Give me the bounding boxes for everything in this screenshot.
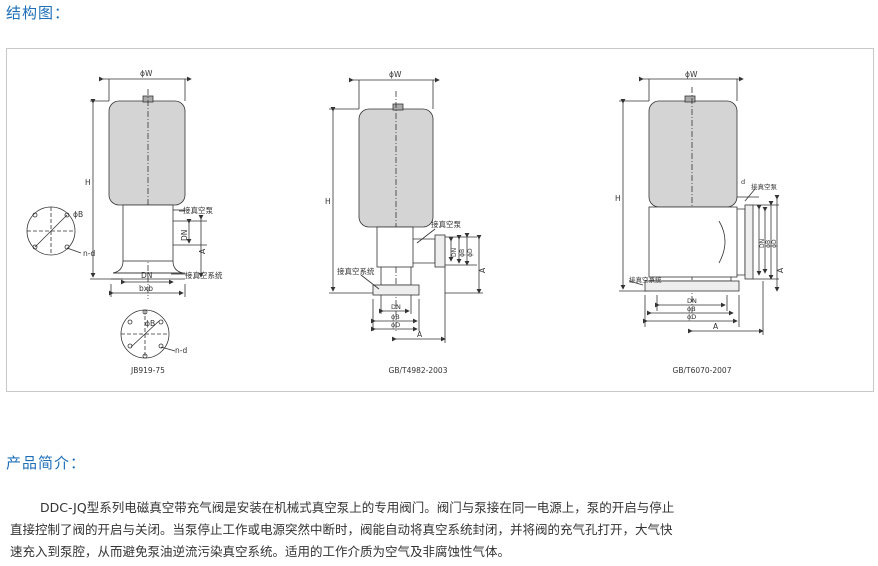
fig2-label-w: ϕW	[389, 70, 402, 79]
fig2-label-system: 接真空系统	[337, 266, 375, 276]
fig2-label-a: A	[417, 330, 423, 339]
fig2-label-h: H	[325, 197, 331, 206]
fig1-label-w: ϕW	[140, 69, 153, 78]
fig3-label-w: ϕW	[685, 70, 698, 79]
intro-line-1: DDC-JQ型系列电磁真空带充气阀是安装在机械式真空泵上的专用阀门。阀门与泵接在…	[40, 500, 675, 515]
fig1-label-b2: ϕB	[145, 319, 155, 328]
fig2-label-a-side: A	[478, 267, 487, 273]
fig2-label-b-side: ϕB	[459, 249, 466, 257]
fig1-label-dn-side: DN	[180, 230, 189, 241]
valve-drawing-gbt4982	[329, 77, 483, 343]
valve-drawing-gbt6070	[619, 76, 780, 335]
fig3-label-h: H	[615, 194, 621, 203]
intro-title: 产品简介：	[6, 454, 87, 472]
fig2-label-d-side: ϕD	[467, 248, 474, 257]
fig1-label-system: 接真空系统	[185, 270, 223, 280]
fig1-label-dn: DN	[141, 271, 152, 280]
fig2-label-b: ϕB	[391, 313, 400, 321]
intro-line-2: 直接控制了阀的开启与关闭。当泵停止工作或电源突然中断时，阀能自动将真空系统封闭，…	[10, 522, 673, 537]
fig3-caption: GB/T6070-2007	[673, 366, 732, 375]
fig2-label-d: ϕD	[391, 321, 400, 329]
fig3-label-d: ϕD	[687, 313, 696, 321]
fig1-label-pump: 接真空泵	[183, 205, 213, 215]
fig1-label-h: H	[85, 178, 91, 187]
fig2-label-dn: DN	[391, 303, 401, 311]
fig2-caption: GB/T4982-2003	[389, 366, 448, 375]
fig3-label-d-side: ϕD	[771, 239, 778, 248]
fig1-label-b: ϕB	[73, 210, 83, 219]
fig2-label-dn-side: DN	[451, 248, 458, 257]
fig3-label-a: A	[713, 322, 719, 331]
structure-diagram-panel: ϕW H ϕB n-d 接真空泵 DN A DN 接真空系统 bxb ϕB n-…	[6, 48, 874, 392]
fig3-label-dn: DN	[687, 297, 697, 305]
intro-paragraph: DDC-JQ型系列电磁真空带充气阀是安装在机械式真空泵上的专用阀门。阀门与泵接在…	[10, 497, 860, 563]
structure-drawings: ϕW H ϕB n-d 接真空泵 DN A DN 接真空系统 bxb ϕB n-…	[26, 69, 785, 375]
fig3-label-dn-side: DN	[759, 239, 766, 248]
fig3-label-pump: 接真空泵	[751, 182, 778, 191]
fig1-label-nd: n-d	[83, 249, 95, 258]
fig3-label-system: 接真空系统	[629, 275, 662, 284]
fig3-label-a-side: A	[776, 267, 785, 273]
intro-line-3: 速充入到泵腔，从而避免泵油逆流污染真空系统。适用的工作介质为空气及非腐蚀性气体。	[10, 544, 511, 559]
valve-drawing-jb919	[26, 76, 207, 359]
fig1-label-bxb: bxb	[139, 284, 153, 293]
fig2-label-pump: 接真空泵	[431, 219, 461, 229]
structure-title: 结构图：	[6, 4, 71, 22]
fig1-caption: JB919-75	[130, 366, 165, 375]
fig1-label-a: A	[198, 248, 207, 254]
fig1-label-nd2: n-d	[175, 346, 187, 355]
fig3-label-b-side: ϕB	[765, 240, 772, 248]
fig3-label-d-top: d	[741, 178, 745, 186]
fig3-label-b: ϕB	[687, 305, 696, 313]
